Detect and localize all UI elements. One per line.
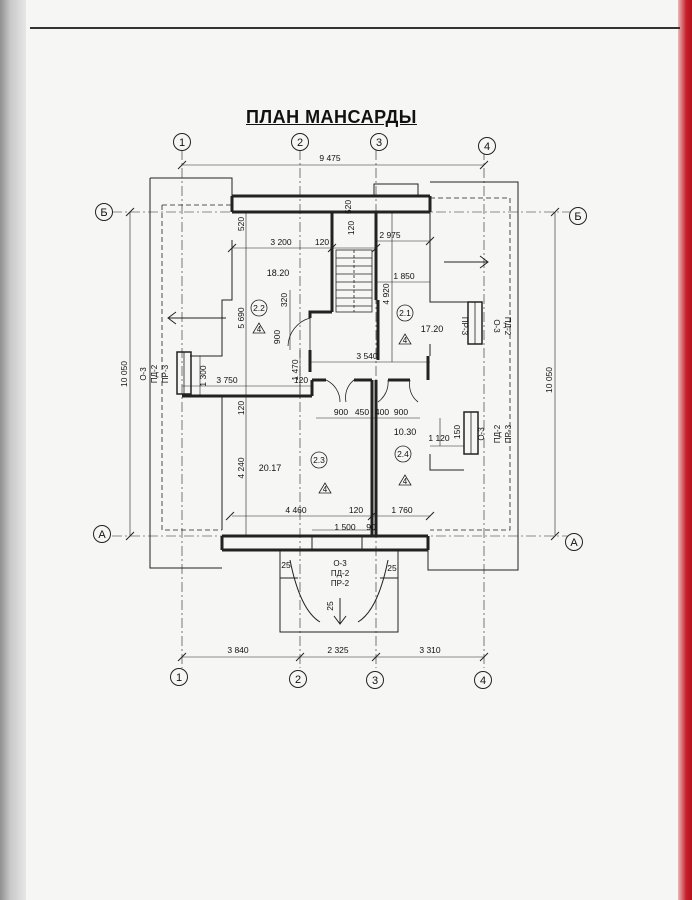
room-tag-circles [250, 299, 414, 469]
dim-bottom-1: 3 840 [227, 645, 249, 655]
window-left-pr: ПР-3 [161, 364, 170, 383]
dim-120-b: 120 [346, 221, 356, 235]
dim-25-c: 25 [325, 601, 335, 611]
axis-label-3-bottom: 3 [372, 675, 378, 687]
room-tag-2-3: 2.3 [313, 455, 325, 465]
doors [287, 317, 419, 403]
dimension-ticks [125, 160, 560, 662]
staircase [335, 249, 373, 313]
dim-5690: 5 690 [236, 307, 246, 329]
axis-bubbles [93, 133, 587, 689]
window-right-bottom-pr: ПР-3 [504, 424, 513, 443]
room-marker-2-2: 4 [257, 325, 262, 334]
room-tag-2-2: 2.2 [253, 303, 265, 313]
dim-4460: 4 460 [285, 505, 307, 515]
dim-400: 400 [375, 407, 389, 417]
window-bottom-o: О-3 [333, 559, 347, 568]
dim-top-total: 9 475 [319, 153, 341, 163]
axis-label-1-top: 1 [179, 137, 185, 149]
window-left-pd: ПД-2 [150, 364, 159, 383]
page-top-rule [30, 27, 680, 29]
dim-4240: 4 240 [236, 457, 246, 479]
drawing-title: ПЛАН МАНСАРДЫ [246, 107, 417, 127]
dim-150: 150 [452, 425, 462, 439]
axis-label-a-right: А [570, 537, 578, 549]
roof-outline [161, 195, 511, 531]
room-area-2-3: 20.17 [259, 463, 282, 473]
dim-3750: 3 750 [216, 375, 238, 385]
room-marker-2-4: 4 [403, 477, 408, 486]
dim-3540: 3 540 [356, 351, 378, 361]
room-area-2-2: 18.20 [267, 268, 290, 278]
dim-bottom-2: 2 325 [327, 645, 349, 655]
dim-25-b: 25 [387, 563, 397, 573]
dim-4920: 4 920 [381, 283, 391, 305]
axis-label-b-right: Б [574, 211, 581, 223]
dim-520-b: 520 [343, 200, 353, 214]
dim-1760: 1 760 [391, 505, 413, 515]
dim-900-b: 900 [394, 407, 408, 417]
window-right-bottom-pd: ПД-2 [493, 424, 502, 443]
dim-2975: 2 975 [379, 230, 401, 240]
window-bottom-pd: ПД-2 [331, 569, 350, 578]
room-tag-2-1: 2.1 [399, 308, 411, 318]
room-marker-triangles [252, 322, 412, 494]
dim-120-e: 120 [349, 505, 363, 515]
dim-900-a: 900 [334, 407, 348, 417]
window-right-top-pr: ПР-3 [460, 317, 469, 336]
dim-320: 320 [279, 293, 289, 307]
axis-label-4-bottom: 4 [480, 675, 486, 687]
window-bottom-pr: ПР-2 [331, 579, 350, 588]
dim-120-c: 120 [294, 375, 308, 385]
dim-90: 90 [366, 522, 376, 532]
dim-450: 450 [355, 407, 369, 417]
axis-label-4-top: 4 [484, 141, 490, 153]
walls [182, 194, 432, 552]
dim-1500: 1 500 [334, 522, 356, 532]
dim-1850: 1 850 [393, 271, 415, 281]
axis-label-2-top: 2 [297, 137, 303, 149]
axis-label-2-bottom: 2 [295, 674, 301, 686]
dim-left-total: 10 050 [119, 361, 129, 387]
axis-label-b-left: Б [100, 207, 107, 219]
roof-slope-arrows [167, 255, 489, 325]
page-binding-shadow [0, 0, 26, 900]
room-marker-2-1: 4 [403, 336, 408, 345]
dimension-lines [129, 164, 556, 658]
outer-outline [149, 177, 519, 571]
dim-3200: 3 200 [270, 237, 292, 247]
window-right-top-o: О-3 [492, 319, 501, 333]
axis-label-3-top: 3 [376, 137, 382, 149]
room-tag-2-4: 2.4 [397, 449, 409, 459]
room-area-2-1: 17.20 [421, 324, 444, 334]
windows [176, 301, 483, 455]
dim-120-d: 120 [236, 401, 246, 415]
axis-label-1-bottom: 1 [176, 672, 182, 684]
window-right-top-pd: ПД-2 [503, 317, 512, 336]
dim-1300: 1 300 [198, 365, 208, 387]
axis-label-a-left: А [98, 529, 106, 541]
dim-520-a: 520 [236, 217, 246, 231]
balcony [279, 550, 399, 633]
window-left-o: О-3 [139, 367, 148, 381]
dim-1120: 1 120 [428, 433, 450, 443]
dormer-outlines [190, 212, 468, 530]
dim-900-v: 900 [272, 330, 282, 344]
dim-120-a: 120 [315, 237, 329, 247]
red-page-edge [678, 0, 692, 900]
dim-right-total: 10 050 [544, 367, 554, 393]
dim-bottom-3: 3 310 [419, 645, 441, 655]
dim-1470: 1 470 [290, 359, 300, 381]
window-right-bottom-o: О-3 [477, 427, 486, 441]
dim-25-a: 25 [281, 560, 291, 570]
room-marker-2-3: 4 [323, 485, 328, 494]
room-area-2-4: 10.30 [394, 427, 417, 437]
